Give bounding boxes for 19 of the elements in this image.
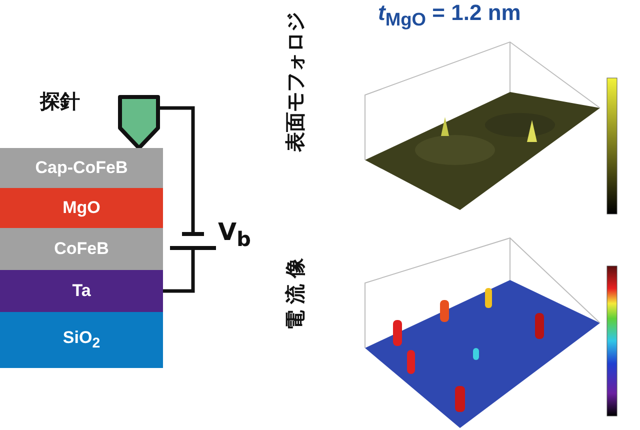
layer-name: MgO [62, 198, 100, 218]
side-label: 電流像 [282, 252, 308, 330]
material-layer [0, 188, 163, 228]
battery-symbol [170, 232, 216, 252]
material-layer [0, 312, 163, 368]
material-layer [0, 228, 163, 270]
probe-tip [118, 95, 160, 150]
layer-name: SiO$_{2}$ [62, 328, 100, 352]
material-layer [0, 270, 163, 312]
layer-name: CoFeB [54, 239, 109, 259]
material-layer [0, 148, 163, 188]
layer-name: Ta [72, 281, 91, 301]
wire [163, 248, 195, 293]
probe-label: 探針 [40, 88, 80, 115]
voltage-label: V$_{b}$ [218, 218, 251, 251]
layer-name: Cap-CoFeB [35, 158, 128, 178]
wire [160, 106, 195, 234]
side-label: 表面モフォロジ [282, 12, 308, 152]
title: t$_{MgO}$ = 1.2 nm [378, 0, 521, 30]
